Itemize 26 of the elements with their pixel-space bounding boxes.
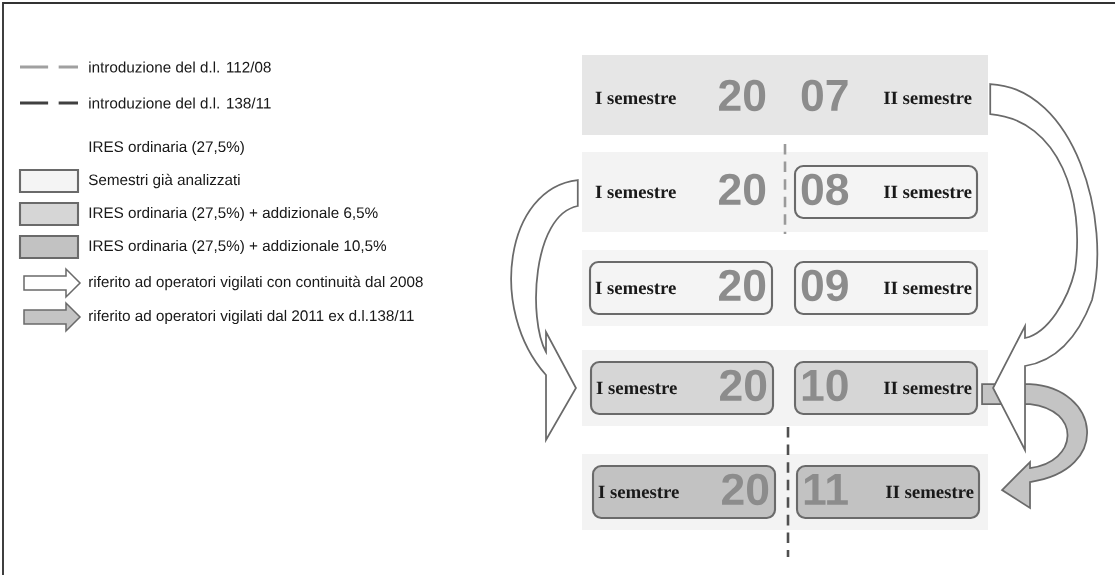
- legend-text: IRES ordinaria (27,5%) + addizionale 6,5%: [89, 206, 378, 222]
- semester-box: 09 II semestre: [793, 260, 979, 316]
- semester-box: 10 II semestre: [793, 360, 979, 416]
- year-digits: 08: [801, 173, 849, 206]
- curved-arrow: [989, 83, 1099, 451]
- semester-label: I semestre 20: [595, 173, 766, 206]
- legend-text: introduzione del d.l. 138/11: [89, 97, 271, 109]
- year-digits: 20: [720, 369, 767, 402]
- year-digits: 09: [801, 269, 848, 302]
- legend-text: IRES ordinaria (27,5%) + addizionale 10,5%: [89, 239, 387, 255]
- semester-box: I semestre 20: [589, 360, 775, 416]
- semester-label: I semestre 20: [595, 79, 766, 112]
- year-digits: 20: [719, 173, 766, 206]
- year-digits: 10: [802, 369, 848, 402]
- legend-text: riferito ad operatori vigilati dal 2011 ex d.l.138/11: [89, 309, 414, 325]
- year-digits: 20: [719, 269, 766, 302]
- year-digits: 07: [801, 79, 848, 112]
- legend-text: riferito ad operatori vigilati con continuità dal 2008: [89, 275, 423, 291]
- legend-text: introduzione del d.l. 112/08: [89, 61, 271, 73]
- year-digits: 20: [719, 79, 766, 112]
- legend-text: IRES ordinaria (27,5%): [89, 140, 244, 156]
- semester-box: 08 II semestre: [793, 164, 979, 220]
- semester-box: I semestre 20: [588, 260, 774, 316]
- curved-arrow: [510, 179, 579, 441]
- legend-text: Semestri già analizzati: [88, 173, 240, 189]
- semester-label: 07 II semestre: [801, 79, 972, 112]
